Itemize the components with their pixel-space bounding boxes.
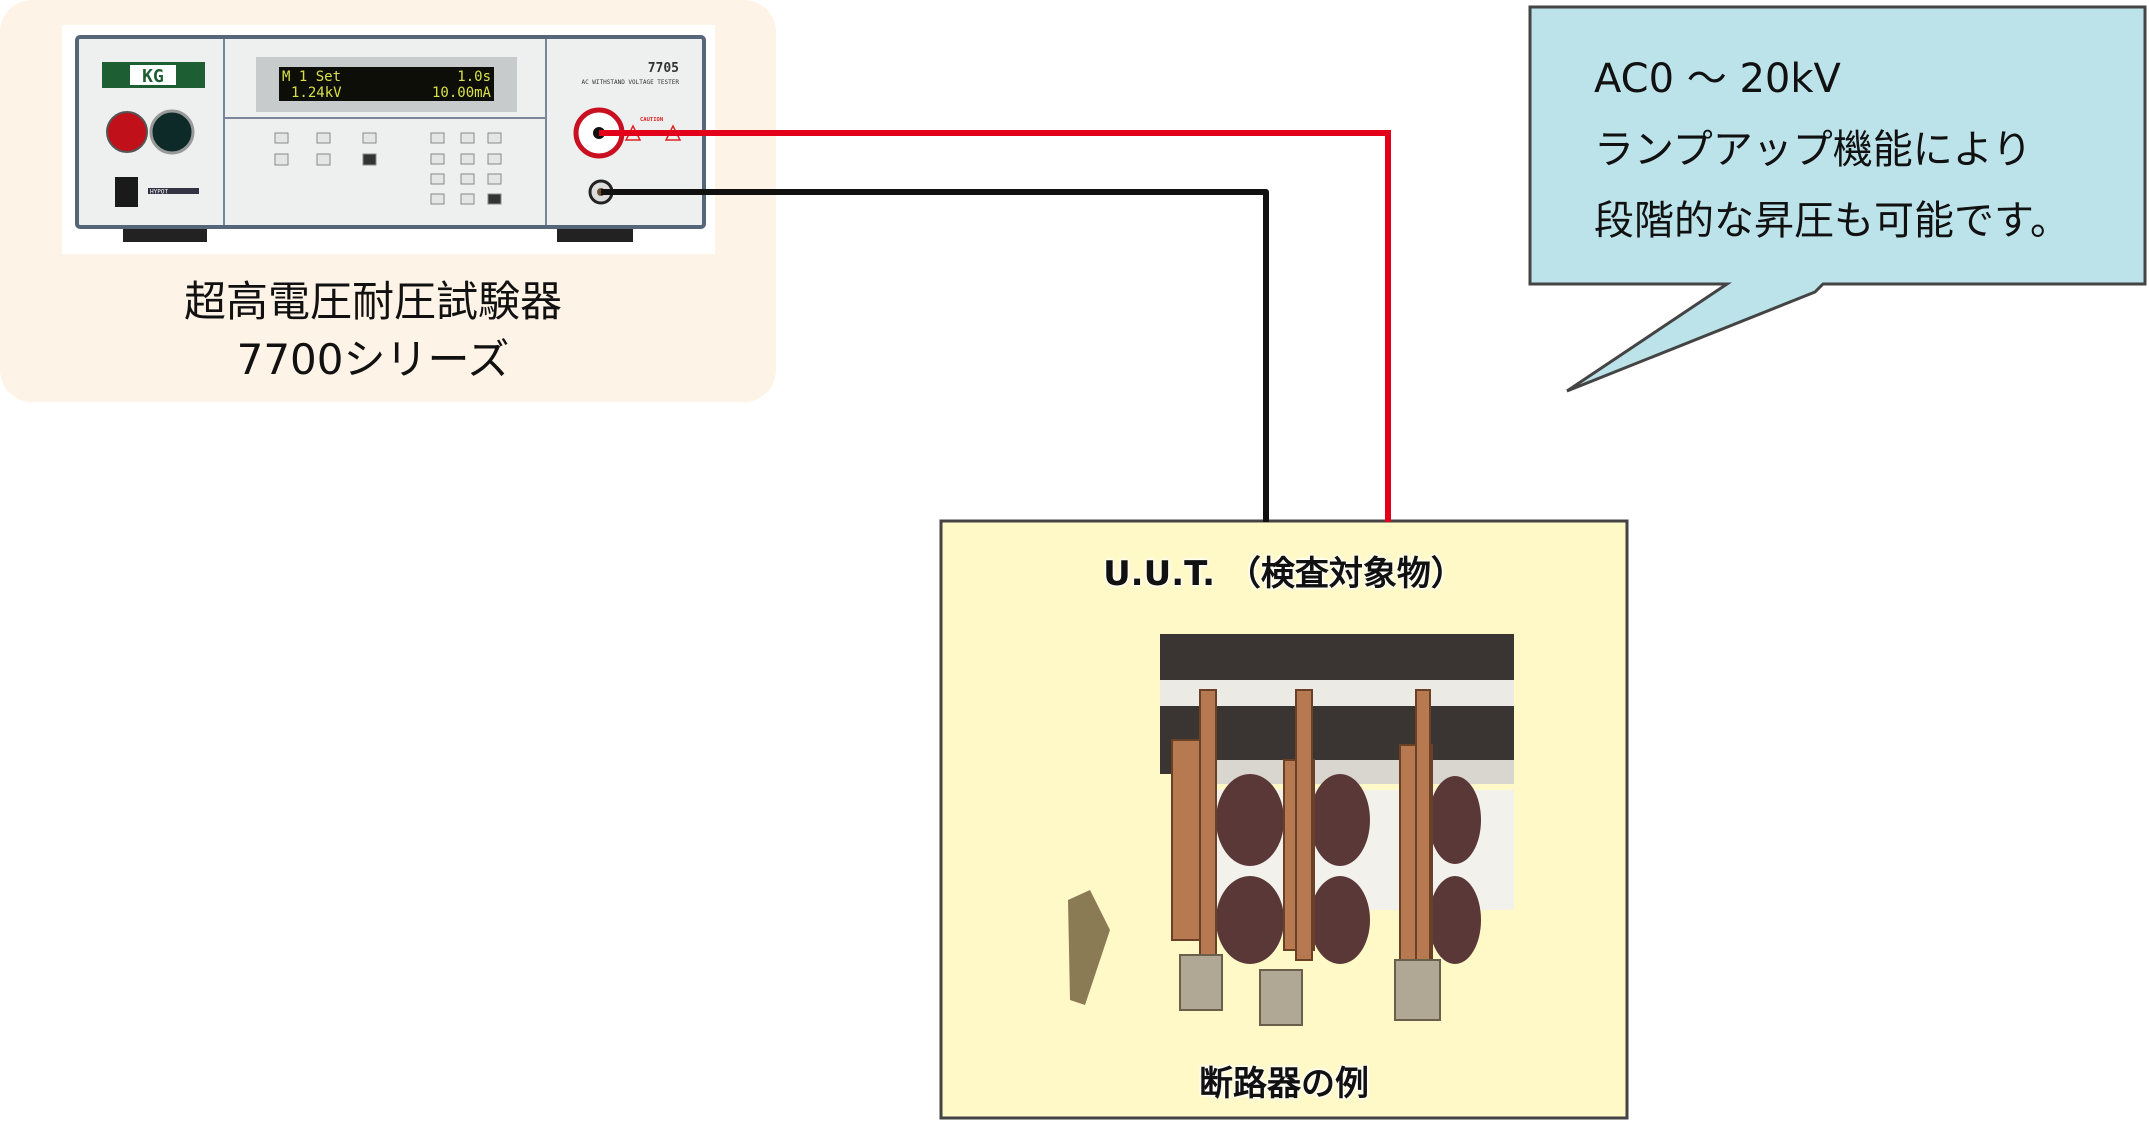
display-mode: M 1 Set: [282, 69, 341, 85]
display-voltage: 1.24kV: [291, 85, 342, 101]
device-foot: [123, 228, 207, 242]
logo-text: KG: [142, 66, 164, 87]
callout-text: AC0 ～ 20kV ランプアップ機能により 段階的な昇圧も可能です。: [1594, 44, 2070, 257]
display-time: 1.0s: [457, 69, 491, 85]
device-foot: [557, 228, 633, 242]
lcd-screen: [279, 67, 494, 101]
callout-line-rampup: ランプアップ機能により: [1594, 127, 2032, 173]
callout-line-voltage: AC0 ～ 20kV: [1594, 56, 1841, 102]
numeric-keypad[interactable]: [430, 132, 502, 205]
power-switch[interactable]: [115, 177, 138, 207]
instrument-title: 超高電圧耐圧試験器: [183, 277, 562, 326]
function-keys[interactable]: [274, 132, 377, 166]
uut-title: U.U.T. （検査対象物）: [1103, 554, 1465, 594]
disconnector-image: [1068, 634, 1514, 1026]
hv-lead-wire: [599, 130, 1391, 522]
model-description: AC WITHSTAND VOLTAGE TESTER: [581, 79, 679, 86]
uut-caption: 断路器の例: [1199, 1064, 1369, 1104]
instrument-series: 7700シリーズ: [236, 335, 510, 384]
display-current: 10.00mA: [432, 85, 492, 101]
return-lead-wire: [601, 189, 1269, 522]
caution-label: CAUTION: [640, 117, 663, 123]
hipot-tester-image: KG HYPOT M 1 Set 1.0s 1.24kV 10.00mA 770…: [62, 25, 715, 254]
reset-button[interactable]: [106, 111, 148, 153]
brand-label: HYPOT: [150, 189, 168, 196]
model-number: 7705: [648, 61, 679, 76]
callout-line-stepped: 段階的な昇圧も可能です。: [1594, 198, 2070, 244]
test-button[interactable]: [149, 109, 195, 155]
speech-bubble: [1528, 5, 2147, 393]
